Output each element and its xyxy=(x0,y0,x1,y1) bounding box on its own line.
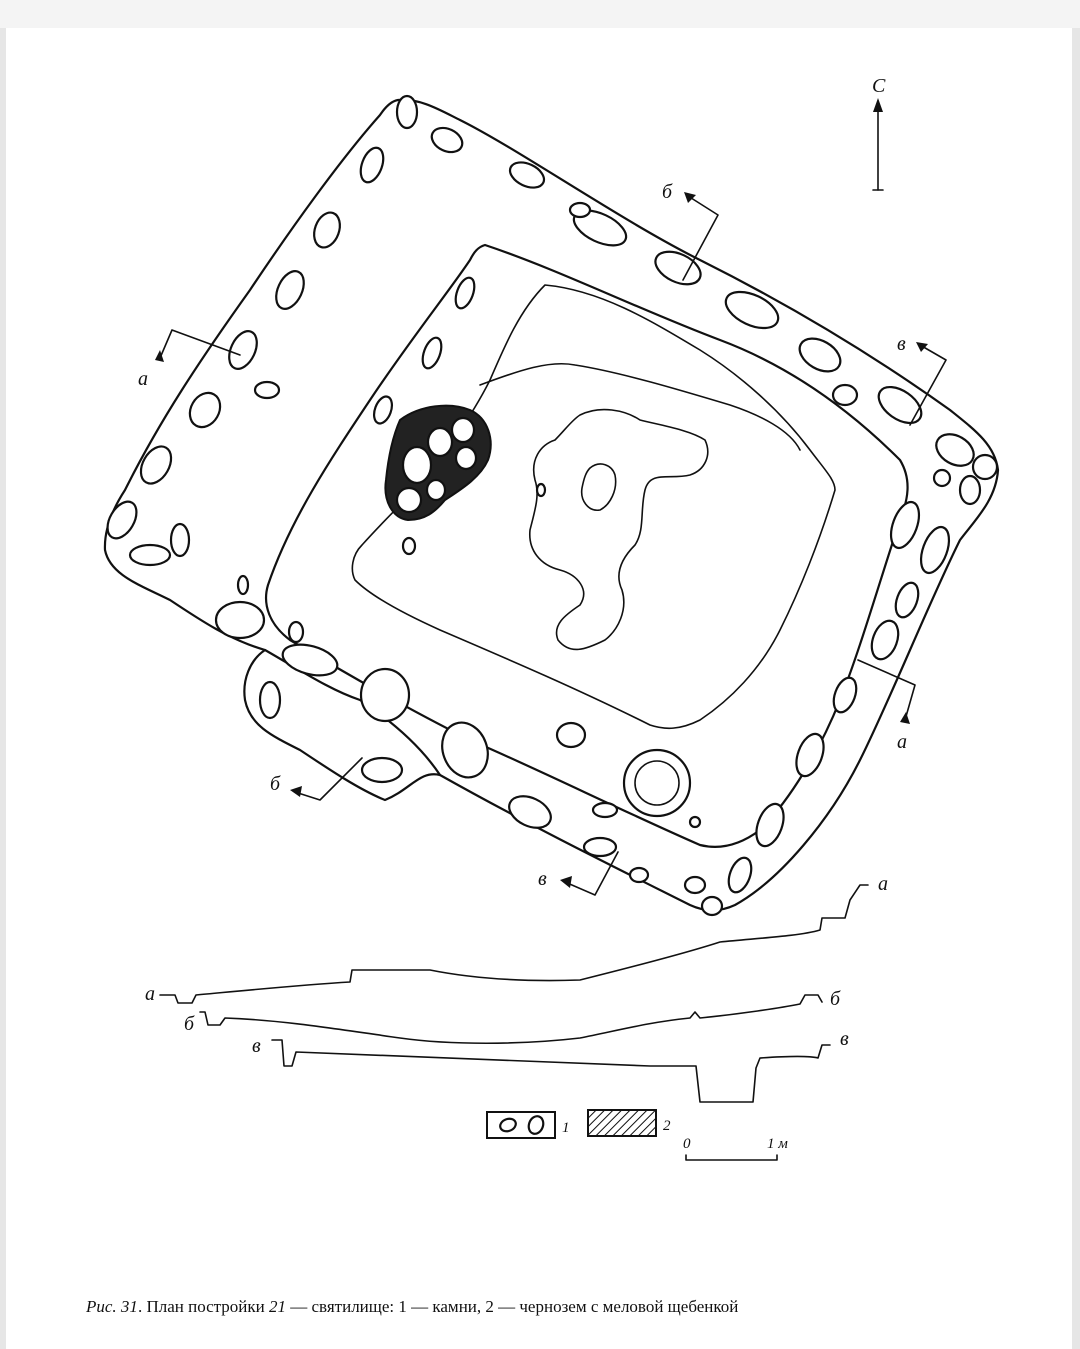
section-a-west-label: а xyxy=(138,368,148,390)
legend: 1 2 0 1 м xyxy=(486,1109,788,1161)
profile-a-right-label: а xyxy=(878,873,888,895)
legend-item1-number: 1 xyxy=(562,1120,570,1136)
section-b-south-label: б xyxy=(270,773,281,795)
central-feature xyxy=(529,408,709,651)
caption-text-before: . План постройки xyxy=(137,1297,269,1316)
scale-end-label: 1 м xyxy=(767,1136,788,1152)
section-a-east-label: а xyxy=(897,731,907,753)
profile-a-left-label: а xyxy=(145,983,155,1005)
profile-v-left-label: в xyxy=(252,1035,261,1057)
top-margin xyxy=(0,0,1080,28)
wall-stones xyxy=(106,94,999,917)
figure-caption: Рис. 31. План постройки 21 — святилище: … xyxy=(86,1297,1046,1317)
caption-text-after: — святилище: 1 — камни, 2 — чернозем с м… xyxy=(286,1297,739,1316)
outer-wall-outline xyxy=(103,98,1000,912)
section-profiles: а а б б в в xyxy=(145,873,888,1103)
caption-figure-ref: Рис. 31 xyxy=(86,1297,138,1316)
profile-b-left-label: б xyxy=(184,1013,195,1035)
round-pit xyxy=(622,748,692,818)
hearth xyxy=(384,404,492,522)
north-arrow: С xyxy=(872,75,886,191)
scale-start-label: 0 xyxy=(683,1136,691,1152)
section-v-south-label: в xyxy=(538,868,547,890)
section-b-north-label: б xyxy=(662,181,673,203)
section-v-east-label: в xyxy=(897,333,906,355)
section-lines: а а б б в в xyxy=(138,181,947,896)
profile-v-right-label: в xyxy=(840,1028,849,1050)
caption-building-number: 21 xyxy=(269,1297,286,1316)
legend-item2-number: 2 xyxy=(663,1118,671,1134)
north-label: С xyxy=(872,75,886,97)
inner-room-outline xyxy=(264,243,909,848)
profile-b-right-label: б xyxy=(830,988,841,1010)
